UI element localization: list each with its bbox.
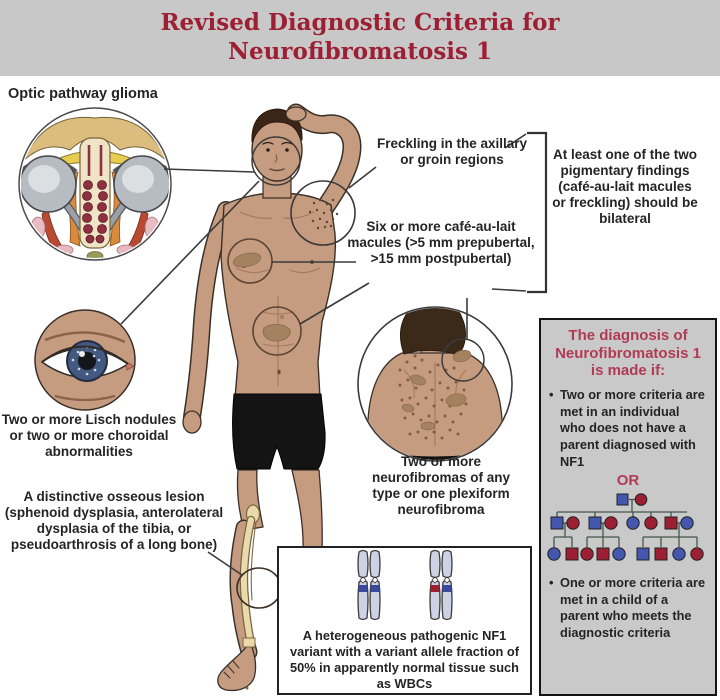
optic-pathway-illustration [18, 107, 172, 261]
pigmentary-bracket [527, 131, 548, 294]
back-illustration [357, 306, 513, 462]
page-title-line2: Neurofibromatosis 1 [228, 38, 492, 65]
osseous-lesion-label: A distinctive osseous lesion (sphenoid d… [4, 489, 224, 552]
diagnosis-criterion-1-text: Two or more criteria are met in an indiv… [560, 387, 705, 469]
abdomen-macule-circle [252, 306, 302, 356]
optic-pathway-label: Optic pathway glioma [8, 86, 158, 102]
or-label: OR [616, 472, 640, 490]
neurofibromas-label: Two or more neurofibromas of any type or… [371, 454, 511, 517]
nf1-variant-label: A heterogeneous pathogenic NF1 variant w… [290, 628, 519, 691]
bullet-icon: • [549, 387, 554, 403]
chromosome-illustration [356, 549, 453, 621]
eye-illustration [34, 309, 136, 411]
diagnosis-criterion-2-text: One or more criteria are met in a child … [560, 575, 706, 641]
gene-bands [358, 585, 451, 592]
diagnosis-box-title: The diagnosis of Neurofibromatosis 1 is … [555, 327, 701, 380]
neurofibroma-dots [398, 354, 468, 440]
page-title-line1: Revised Diagnostic Criteria for [160, 9, 560, 37]
face-highlight-circle [251, 136, 301, 186]
back-macules [401, 349, 472, 431]
freckling-label: Freckling in the axillary or groin regio… [376, 136, 528, 167]
diagnosis-criterion-2: • One or more criteria are met in a chil… [549, 575, 707, 642]
plexiform-highlight-circle [441, 338, 485, 382]
cafe-au-lait-label: Six or more café-au-lait macules (>5 mm … [347, 219, 535, 266]
abdomen-macule [262, 324, 291, 342]
title-bar: Revised Diagnostic Criteria for Neurofib… [0, 0, 720, 76]
diagnosis-box: The diagnosis of Neurofibromatosis 1 is … [539, 318, 717, 696]
diagnosis-criterion-1: • Two or more criteria are met in an ind… [549, 387, 707, 470]
lisch-nodules-label: Two or more Lisch nodules or two or more… [1, 412, 177, 459]
nf1-variant-box: A heterogeneous pathogenic NF1 variant w… [277, 546, 532, 695]
male-figure-illustration [182, 103, 362, 692]
axilla-highlight-circle [290, 180, 356, 246]
bullet-icon: • [549, 575, 554, 591]
bilateral-note: At least one of the two pigmentary findi… [552, 147, 698, 226]
pedigree-chart [547, 493, 704, 561]
connector-lines [120, 133, 527, 576]
chest-macule [232, 252, 262, 268]
chest-macule-circle [227, 238, 273, 284]
axillary-freckles [308, 198, 339, 230]
